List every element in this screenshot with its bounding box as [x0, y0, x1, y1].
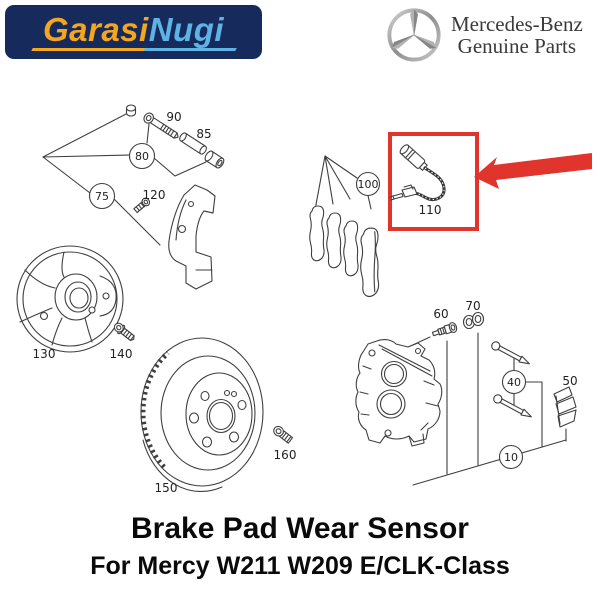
logo-text-garasi: Garasi [42, 11, 149, 48]
carrier-bracket-group: 75 120 [88, 182, 216, 290]
part-label-60: 60 [433, 307, 448, 321]
part-label-50: 50 [562, 374, 577, 388]
part-label-150: 150 [155, 481, 178, 495]
dust-shield-group: 130 140 [16, 245, 135, 361]
part-label-140: 140 [110, 347, 133, 361]
mercedes-text-line1: Mercedes-Benz [451, 11, 583, 36]
part-label-85: 85 [196, 127, 211, 141]
nut [125, 104, 137, 117]
part-label-100: 100 [358, 178, 379, 191]
callout-circle-75 [88, 182, 116, 210]
spring-clip [553, 386, 577, 428]
callout-circle-100 [355, 171, 381, 197]
product-title: Brake Pad Wear Sensor [131, 512, 469, 545]
part-label-110: 110 [419, 203, 442, 217]
part-label-120: 120 [143, 188, 166, 202]
mercedes-text: Mercedes-Benz Genuine Parts [451, 13, 583, 57]
mercedes-star-icon [387, 8, 441, 62]
garasinugi-logo: GarasiNugi [5, 5, 262, 59]
part-label-10: 10 [504, 451, 518, 464]
product-subtitle: For Mercy W211 W209 E/CLK-Class [90, 552, 510, 580]
part-label-130: 130 [33, 347, 56, 361]
caliper-carrier [168, 184, 216, 290]
callout-circle-80 [128, 142, 156, 170]
shield-bolt [113, 322, 135, 341]
logo-text-nugi: Nugi [148, 11, 225, 48]
guide-pin [491, 341, 530, 365]
guide-bolt [143, 112, 179, 139]
brake-disc-group: 150 160 [140, 337, 297, 495]
part-label-75: 75 [95, 190, 109, 203]
callout-circle-10 [498, 444, 524, 470]
brake-pad [309, 205, 325, 262]
brake-pad [343, 220, 359, 277]
mercedes-text-line2: Genuine Parts [457, 34, 577, 58]
caliper-group: 60 70 40 50 10 [355, 299, 578, 486]
guide-pin [493, 394, 532, 418]
part-label-40: 40 [507, 376, 521, 389]
hardware-group-80: 90 85 80 [42, 104, 225, 194]
wear-sensor [389, 144, 446, 201]
callout-circle-40 [501, 369, 527, 395]
bushing [204, 150, 225, 169]
bracket-bolt [133, 197, 151, 214]
part-label-90: 90 [166, 110, 181, 124]
highlight-box [388, 132, 479, 231]
highlight-arrow [474, 153, 592, 189]
mercedes-benz-logo: Mercedes-Benz Genuine Parts [386, 7, 583, 63]
bleeder-cap [462, 311, 485, 330]
logo-underline [30, 48, 237, 51]
disc-bolt [273, 425, 294, 444]
brake-caliper [355, 339, 443, 447]
part-label-160: 160 [274, 448, 297, 462]
sleeve [179, 132, 207, 155]
part-label-80: 80 [135, 150, 149, 163]
brake-pad [326, 212, 342, 269]
garasinugi-logo-text: GarasiNugi [43, 13, 224, 46]
brake-pads-group: 100 [309, 155, 381, 298]
part-label-70: 70 [465, 299, 480, 313]
brake-pad [360, 227, 380, 298]
bleeder-valve [431, 322, 458, 337]
